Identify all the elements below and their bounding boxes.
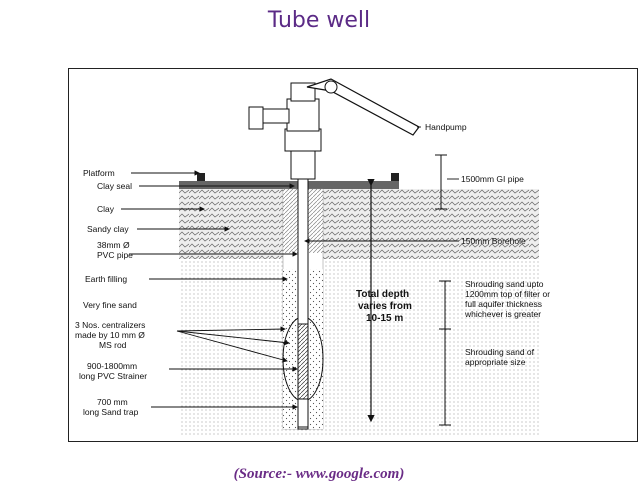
- label-centralizers-3: MS rod: [99, 340, 127, 350]
- label-platform: Platform: [83, 168, 115, 178]
- label-handpump: Handpump: [425, 122, 467, 132]
- sand-trap: [297, 398, 309, 428]
- label-very-fine-sand: Very fine sand: [83, 300, 137, 310]
- strainer: [297, 323, 309, 400]
- label-earth-filling: Earth filling: [85, 274, 127, 284]
- soil-layers: [179, 173, 539, 435]
- label-pvc-pipe-2: PVC pipe: [97, 250, 133, 260]
- label-clay: Clay: [97, 204, 115, 214]
- label-pvc-pipe-1: 38mm Ø: [97, 240, 130, 250]
- very-fine-sand-layer: [179, 259, 539, 435]
- diagram-frame: Total depth varies from 10-15 m Platfo: [68, 68, 638, 442]
- depth-label-1: Total depth: [356, 289, 409, 300]
- handle: [306, 78, 420, 136]
- label-shroud-size-2: appropriate size: [465, 357, 526, 367]
- label-shroud-upto-1: Shrouding sand upto: [465, 279, 544, 289]
- label-gi-pipe: 1500mm GI pipe: [461, 174, 524, 184]
- left-labels: Platform Clay seal Clay Sandy clay 38mm …: [75, 168, 147, 417]
- label-centralizers-1: 3 Nos. centralizers: [75, 320, 145, 330]
- right-labels: Handpump 1500mm GI pipe 150mm Borehole S…: [425, 122, 550, 367]
- depth-arrow: Total depth varies from 10-15 m: [356, 179, 412, 423]
- label-shroud-upto-4: whichever is greater: [464, 309, 541, 319]
- label-centralizers-2: made by 10 mm Ø: [75, 330, 145, 340]
- depth-label-2: varies from: [358, 301, 412, 312]
- label-strainer-1: 900-1800mm: [87, 361, 137, 371]
- spout: [260, 108, 290, 124]
- platform-slab: [179, 181, 399, 189]
- label-shroud-upto-2: 1200mm top of filter or: [465, 289, 550, 299]
- label-shroud-upto-3: full aquifer thickness: [465, 299, 542, 309]
- label-sand-trap-1: 700 mm: [97, 397, 128, 407]
- label-sand-trap-2: long Sand trap: [83, 407, 139, 417]
- depth-label-3: 10-15 m: [366, 313, 403, 324]
- tube-well-diagram: Total depth varies from 10-15 m Platfo: [75, 78, 550, 435]
- right-pointers: [304, 126, 459, 244]
- handpump: [248, 78, 420, 180]
- pvc-pipe: [297, 128, 309, 430]
- label-sandy-clay: Sandy clay: [87, 224, 129, 234]
- right-dimensions: [435, 154, 451, 426]
- label-clay-seal: Clay seal: [97, 181, 132, 191]
- left-pointers: [121, 170, 298, 410]
- source-caption: (Source:- www.google.com): [233, 466, 405, 482]
- page-title: Tube well: [267, 8, 371, 33]
- label-borehole: 150mm Borehole: [461, 236, 526, 246]
- label-strainer-2: long PVC Strainer: [79, 371, 147, 381]
- clay-layer: [179, 189, 539, 259]
- label-shroud-size-1: Shrouding sand of: [465, 347, 535, 357]
